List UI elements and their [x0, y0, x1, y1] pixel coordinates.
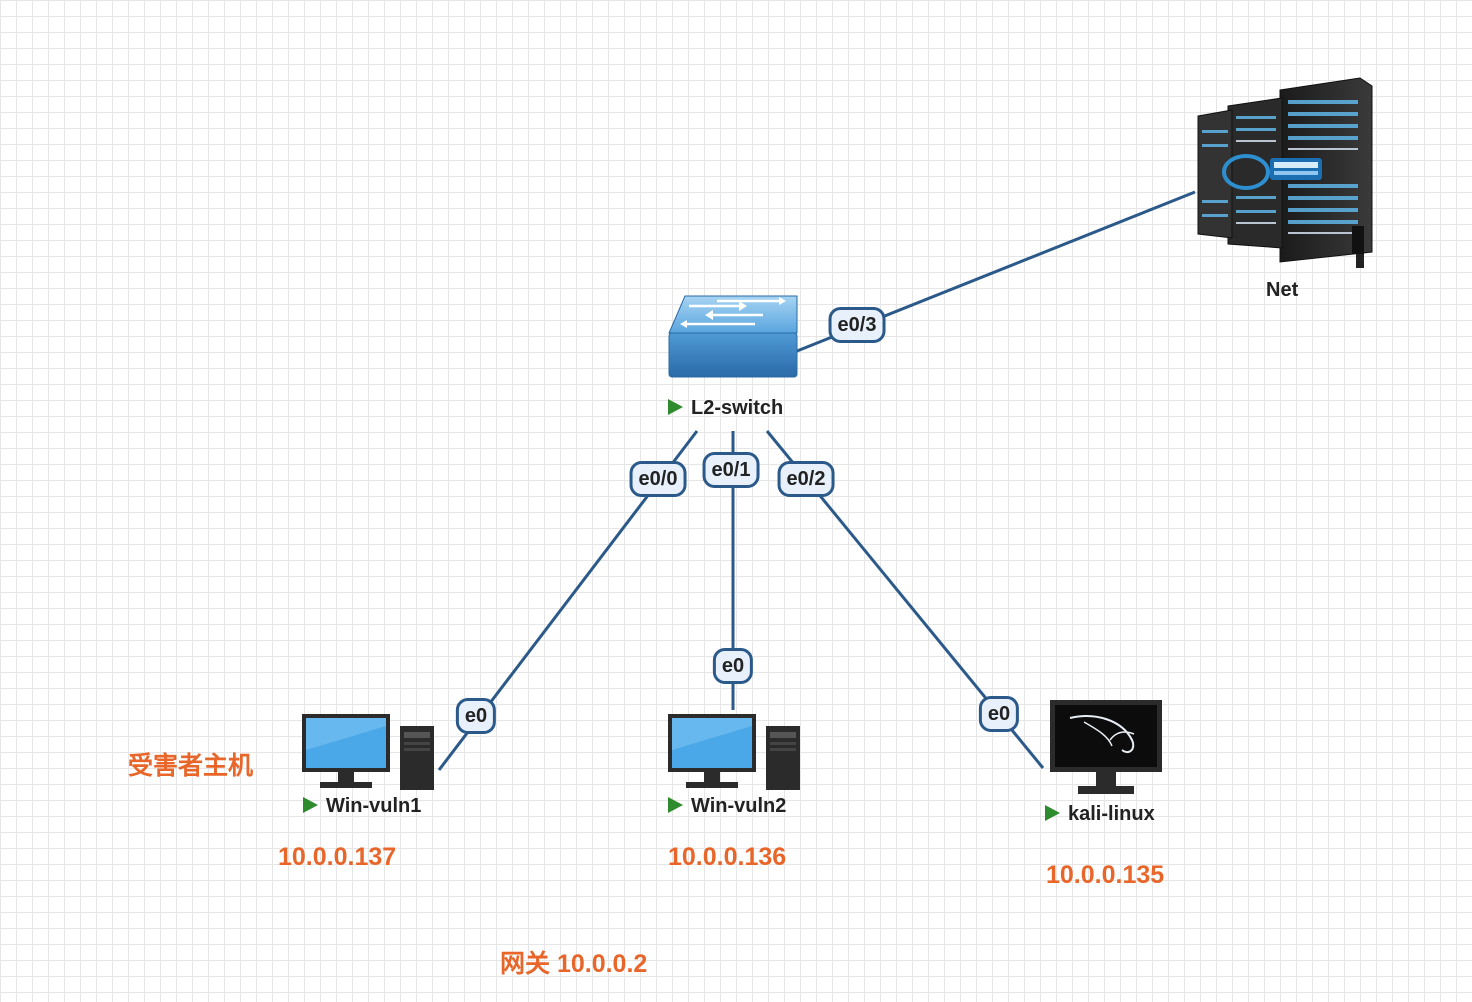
kali-ip: 10.0.0.135 [1046, 861, 1165, 889]
net-name: Net [1266, 279, 1299, 301]
win1-node[interactable] [300, 712, 440, 792]
switch-node[interactable] [667, 293, 799, 379]
running-status-icon [668, 399, 683, 415]
running-status-icon [303, 797, 318, 813]
win2-node[interactable] [666, 712, 806, 792]
switch-name: L2-switch [691, 397, 784, 419]
running-status-icon [668, 797, 683, 813]
running-status-icon [1045, 805, 1060, 821]
desktop-pc-icon [668, 714, 800, 790]
kali-node[interactable] [1050, 700, 1162, 798]
desktop-pc-icon [302, 714, 434, 790]
win2-ip: 10.0.0.136 [668, 843, 787, 871]
win1-name: Win-vuln1 [326, 795, 422, 817]
switch-label: L2-switch [668, 397, 783, 420]
port-kali-e0[interactable]: e0 [978, 696, 1020, 732]
victim-host-note: 受害者主机 [128, 752, 254, 780]
win1-label: Win-vuln1 [303, 795, 421, 818]
port-win1-e0[interactable]: e0 [455, 698, 497, 734]
port-win2-e0[interactable]: e0 [712, 648, 754, 684]
kali-monitor-icon [1050, 700, 1162, 794]
kali-label: kali-linux [1045, 803, 1155, 826]
gateway-note: 网关 10.0.0.2 [500, 950, 648, 978]
port-switch-e0-0[interactable]: e0/0 [629, 461, 687, 497]
win2-label: Win-vuln2 [668, 795, 786, 818]
port-switch-e0-3[interactable]: e0/3 [828, 307, 886, 343]
net-label: Net [1266, 279, 1298, 302]
port-switch-e0-1[interactable]: e0/1 [702, 452, 760, 488]
net-node[interactable] [1190, 76, 1380, 272]
kali-name: kali-linux [1068, 803, 1155, 825]
server-rack-icon [1197, 77, 1373, 268]
port-switch-e0-2[interactable]: e0/2 [777, 461, 835, 497]
win2-name: Win-vuln2 [691, 795, 787, 817]
l2-switch-icon [668, 295, 798, 378]
win1-ip: 10.0.0.137 [278, 843, 397, 871]
